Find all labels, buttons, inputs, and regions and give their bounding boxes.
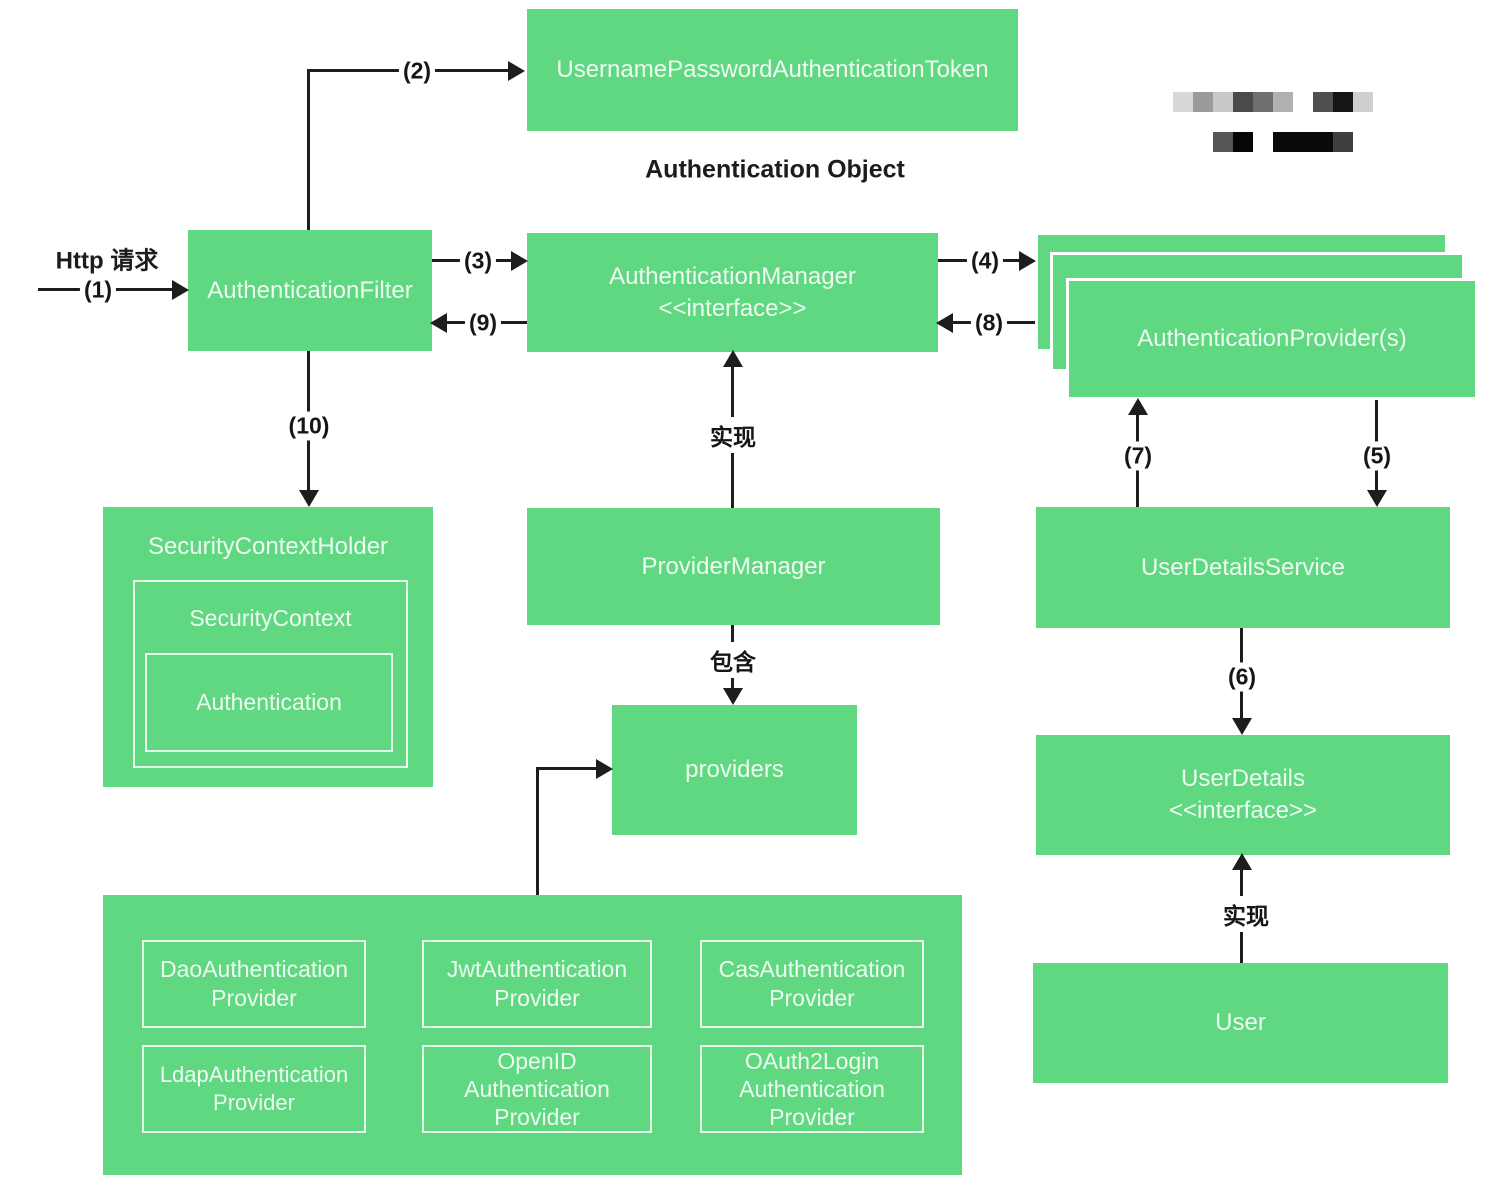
edge-9-label: (9) xyxy=(464,308,502,338)
edge-8-arrowhead xyxy=(936,313,953,333)
edge-contains-label: 包含 xyxy=(706,642,760,678)
edge-4-arrowhead xyxy=(1019,251,1036,271)
watermark-cell xyxy=(1173,132,1193,152)
watermark-cell xyxy=(1293,132,1313,152)
watermark-cell xyxy=(1233,132,1253,152)
watermark-cell xyxy=(1313,92,1333,112)
node-dao-authentication-provider: DaoAuthentication Provider xyxy=(142,940,366,1028)
node-security-context-holder: SecurityContextHolder xyxy=(103,507,433,787)
node-authentication-filter: AuthenticationFilter xyxy=(188,230,432,351)
node-authentication: Authentication xyxy=(145,653,393,752)
edge-6-arrowhead xyxy=(1232,718,1252,735)
edge-10-arrowhead xyxy=(299,490,319,507)
edge-group-to-providers-vertical xyxy=(536,767,539,895)
edge-2-arrowhead xyxy=(508,61,525,81)
edge-8-label: (8) xyxy=(970,308,1008,338)
edge-implements-manager-arrowhead xyxy=(723,350,743,367)
node-user-details-service: UserDetailsService xyxy=(1036,507,1450,628)
watermark-cell xyxy=(1313,132,1333,152)
node-user-details: UserDetails <<interface>> xyxy=(1036,735,1450,855)
edge-7-label: (7) xyxy=(1119,441,1157,471)
node-openid-authentication-provider: OpenID Authentication Provider xyxy=(422,1045,652,1133)
edge-group-to-providers-arrowhead xyxy=(596,759,613,779)
node-providers: providers xyxy=(612,705,857,835)
edge-9-arrowhead xyxy=(430,313,447,333)
watermark-cell xyxy=(1293,92,1313,112)
authentication-object-caption: Authentication Object xyxy=(645,155,905,184)
watermark-cell xyxy=(1213,92,1233,112)
edge-6-label: (6) xyxy=(1223,662,1261,692)
node-cas-authentication-provider: CasAuthentication Provider xyxy=(700,940,924,1028)
edge-10-label: (10) xyxy=(284,411,334,441)
watermark-cell xyxy=(1253,92,1273,112)
edge-5-arrowhead xyxy=(1367,490,1387,507)
watermark-cell xyxy=(1353,132,1373,152)
watermark-cell xyxy=(1333,132,1353,152)
edge-implements-user-arrowhead xyxy=(1232,853,1252,870)
edge-2-line-vertical xyxy=(307,69,310,230)
edge-2-label: (2) xyxy=(398,56,436,86)
watermark-cell xyxy=(1273,92,1293,112)
node-ldap-authentication-provider: LdapAuthentication Provider xyxy=(142,1045,366,1133)
edge-3-arrowhead xyxy=(511,251,528,271)
edge-1-label: (1) xyxy=(79,275,117,305)
edge-3-label: (3) xyxy=(459,246,497,276)
watermark-cell xyxy=(1193,132,1213,152)
watermark-cell xyxy=(1213,132,1233,152)
watermark-cell xyxy=(1353,92,1373,112)
node-security-context: SecurityContext xyxy=(133,580,408,768)
node-username-password-authentication-token: UsernamePasswordAuthenticationToken xyxy=(527,9,1018,131)
edge-implements-manager-label: 实现 xyxy=(706,417,760,453)
edge-4-label: (4) xyxy=(966,246,1004,276)
watermark-cell xyxy=(1233,92,1253,112)
provider-implementations-group xyxy=(103,895,962,1175)
node-user: User xyxy=(1033,963,1448,1083)
node-authentication-manager: AuthenticationManager <<interface>> xyxy=(527,233,938,352)
watermark-cell xyxy=(1333,92,1353,112)
watermark-cell xyxy=(1273,132,1293,152)
edge-1-arrowhead xyxy=(172,280,189,300)
watermark-cell xyxy=(1193,92,1213,112)
edge-5-label: (5) xyxy=(1358,441,1396,471)
node-jwt-authentication-provider: JwtAuthentication Provider xyxy=(422,940,652,1028)
node-authentication-provider-stack-front: AuthenticationProvider(s) xyxy=(1066,278,1478,400)
watermark-cell xyxy=(1253,132,1273,152)
node-oauth2login-authentication-provider: OAuth2Login Authentication Provider xyxy=(700,1045,924,1133)
edge-group-to-providers-horizontal xyxy=(536,767,596,770)
node-provider-manager: ProviderManager xyxy=(527,508,940,625)
edge-7-arrowhead xyxy=(1128,398,1148,415)
edge-implements-user-label: 实现 xyxy=(1219,896,1273,932)
edge-contains-arrowhead xyxy=(723,688,743,705)
censored-watermark xyxy=(1173,92,1373,152)
watermark-cell xyxy=(1173,92,1193,112)
http-request-label: Http 请求 xyxy=(55,247,159,275)
